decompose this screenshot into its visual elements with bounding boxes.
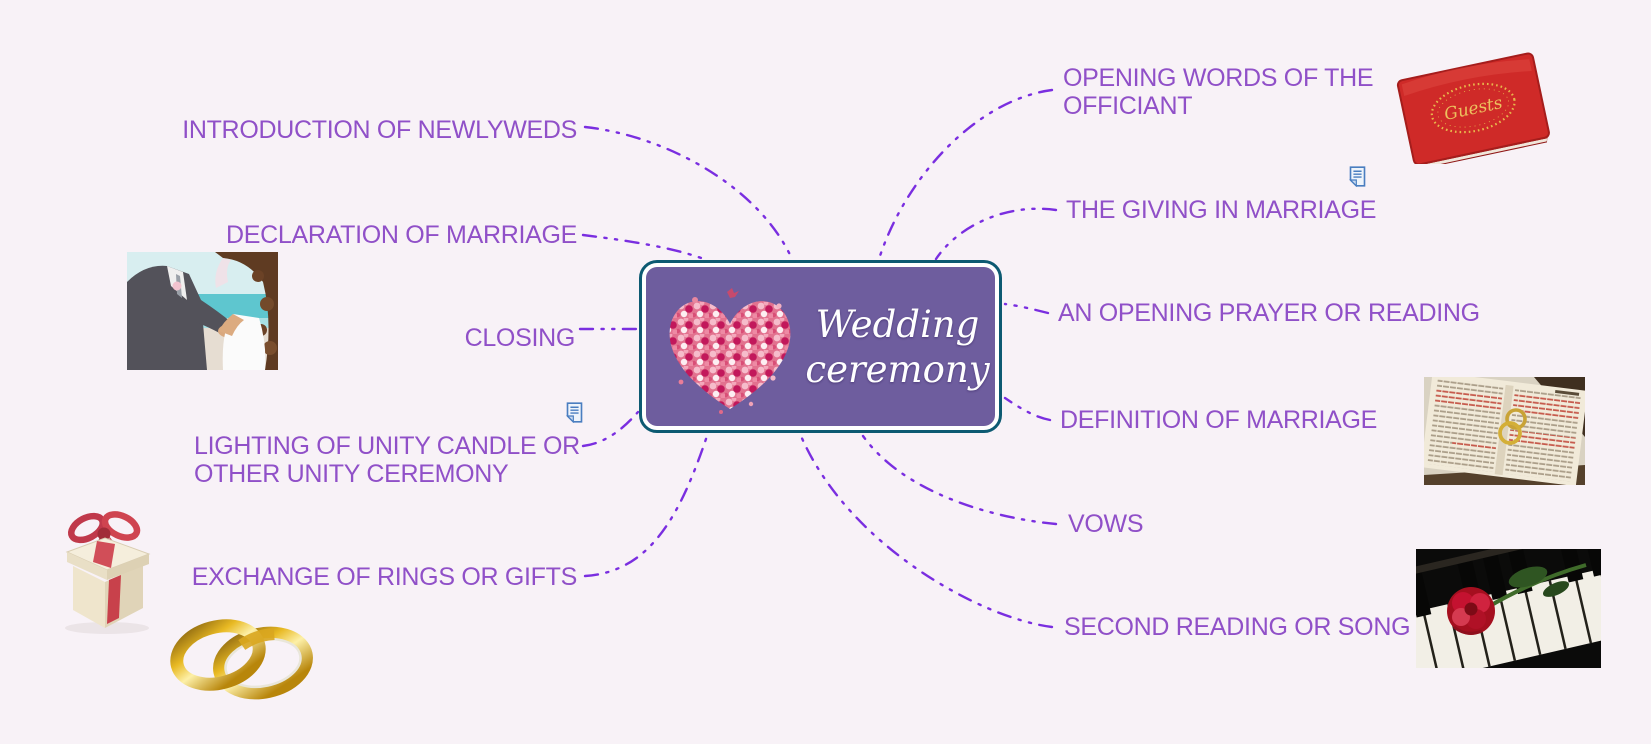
topic-lighting-of-unity-candle[interactable]: LIGHTING OF UNITY CANDLE OR OTHER UNITY … xyxy=(194,432,580,488)
central-topic-node[interactable]: Wedding ceremony xyxy=(639,260,1002,433)
central-topic-title-line1: Wedding xyxy=(815,302,980,346)
topic-vows[interactable]: VOWS xyxy=(1068,510,1144,538)
connector-line xyxy=(1003,396,1052,422)
topic-closing[interactable]: CLOSING xyxy=(464,324,576,352)
connector-line xyxy=(583,125,794,261)
topic-introduction-of-newlyweds[interactable]: INTRODUCTION OF NEWLYWEDS xyxy=(182,116,577,144)
topic-definition-of-marriage[interactable]: DEFINITION OF MARRIAGE xyxy=(1060,406,1378,434)
connector-line xyxy=(861,434,1058,526)
central-topic-fill: Wedding ceremony xyxy=(646,267,995,426)
gift-box-image[interactable] xyxy=(57,506,157,636)
topic-opening-words-of-the-officiant[interactable]: OPENING WORDS OF THE OFFICIANT xyxy=(1063,64,1374,120)
gold-rings-image[interactable] xyxy=(168,613,318,701)
topic-declaration-of-marriage[interactable]: DECLARATION OF MARRIAGE xyxy=(225,221,577,249)
guest-book-image[interactable]: Guests xyxy=(1388,50,1558,164)
connector-line xyxy=(934,207,1058,261)
central-topic-title: Wedding ceremony xyxy=(804,302,991,392)
connector-line xyxy=(581,410,640,448)
topic-exchange-of-rings-or-gifts[interactable]: EXCHANGE OF RINGS OR GIFTS xyxy=(191,563,578,591)
connector-line xyxy=(1003,302,1050,315)
topic-the-giving-in-marriage[interactable]: THE GIVING IN MARRIAGE xyxy=(1066,196,1377,224)
central-topic-title-line2: ceremony xyxy=(805,347,990,391)
connector-line xyxy=(799,434,1054,629)
topic-an-opening-prayer-or-reading[interactable]: AN OPENING PRAYER OR READING xyxy=(1058,299,1480,327)
connector-line xyxy=(581,233,706,261)
topic-second-reading-or-song[interactable]: SECOND READING OR SONG xyxy=(1064,613,1411,641)
note-icon[interactable] xyxy=(1349,166,1366,188)
wedding-couple-photo[interactable] xyxy=(127,252,278,370)
connector-line xyxy=(583,434,709,578)
rose-on-piano-image[interactable] xyxy=(1416,549,1601,668)
connector-line xyxy=(877,88,1054,261)
flower-heart-image xyxy=(669,288,791,414)
note-icon[interactable] xyxy=(566,402,583,424)
bible-with-rings-image[interactable] xyxy=(1424,377,1585,485)
